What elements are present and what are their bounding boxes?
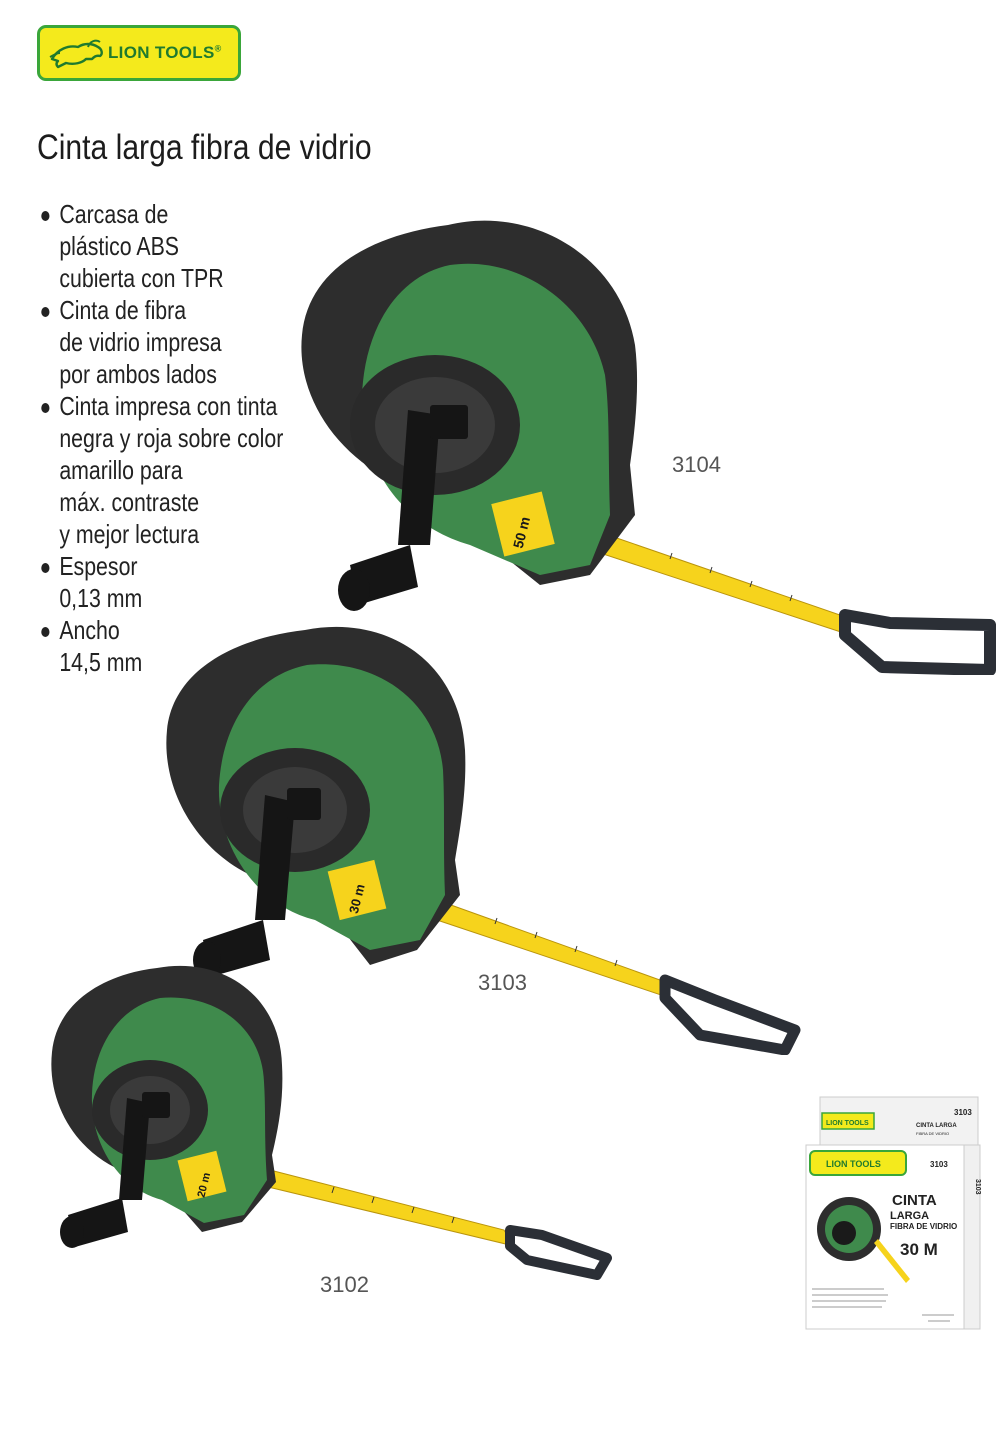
feature-line: Espesor [59, 551, 138, 581]
case-label-3104: 50 m [510, 515, 533, 550]
feature-line: de vidrio impresa [59, 327, 222, 357]
package-top-brand: LION TOOLS [826, 1120, 869, 1127]
model-code-3104: 3104 [672, 452, 721, 477]
package-name-line1: CINTA [892, 1192, 937, 1209]
feature-line: plástico ABS [59, 231, 180, 261]
feature-item: Ancho 14,5 mm [38, 614, 283, 678]
package-top-title: CINTA LARGA [916, 1123, 957, 1129]
package-side-code: 3103 [974, 1179, 981, 1195]
brand-logo: LION TOOLS® [37, 25, 241, 81]
tape-measure-3104: 50 m [301, 220, 996, 675]
registered-mark: ® [214, 43, 222, 54]
feature-line: y mejor lectura [59, 519, 200, 549]
feature-line: cubierta con TPR [59, 263, 224, 293]
package-top-code: 3103 [954, 1108, 972, 1117]
feature-line: negra y roja sobre color [59, 423, 284, 453]
feature-line: Cinta impresa con tinta [59, 391, 278, 421]
feature-line: por ambos lados [59, 359, 217, 389]
case-label-3103: 30 m [346, 883, 368, 915]
package-top-subtitle: FIBRA DE VIDRIO [916, 1131, 949, 1136]
feature-item: Espesor 0,13 mm [38, 550, 283, 614]
feature-list: Carcasa de plástico ABS cubierta con TPR… [38, 198, 283, 678]
page-title: Cinta larga fibra de vidrio [37, 128, 372, 167]
package-code: 3103 [930, 1160, 948, 1169]
package-name-line2: LARGA [890, 1210, 929, 1222]
package-brand: LION TOOLS [826, 1159, 881, 1169]
tape-measure-3102: 20 m [51, 965, 612, 1280]
feature-line: amarillo para [59, 455, 183, 485]
tape-measure-3103: 30 m [166, 626, 801, 1055]
lion-icon [49, 39, 103, 69]
case-label-3102: 20 m [195, 1171, 213, 1198]
feature-item: Cinta impresa con tinta negra y roja sob… [38, 390, 283, 550]
feature-line: 0,13 mm [59, 583, 143, 613]
feature-item: Cinta de fibra de vidrio impresa por amb… [38, 294, 283, 390]
feature-line: máx. contraste [59, 487, 200, 517]
model-code-3102: 3102 [320, 1272, 369, 1297]
product-package: LION TOOLS 3103 CINTA LARGA FIBRA DE VID… [805, 1096, 981, 1330]
feature-item: Carcasa de plástico ABS cubierta con TPR [38, 198, 283, 294]
package-size: 30 M [900, 1240, 938, 1259]
model-code-3103: 3103 [478, 970, 527, 995]
brand-name: LION TOOLS [108, 43, 215, 62]
feature-line: Cinta de fibra [59, 295, 187, 325]
package-subtitle: FIBRA DE VIDRIO [890, 1222, 957, 1231]
feature-line: 14,5 mm [59, 647, 143, 677]
feature-line: Ancho [59, 615, 120, 645]
feature-line: Carcasa de [59, 199, 169, 229]
